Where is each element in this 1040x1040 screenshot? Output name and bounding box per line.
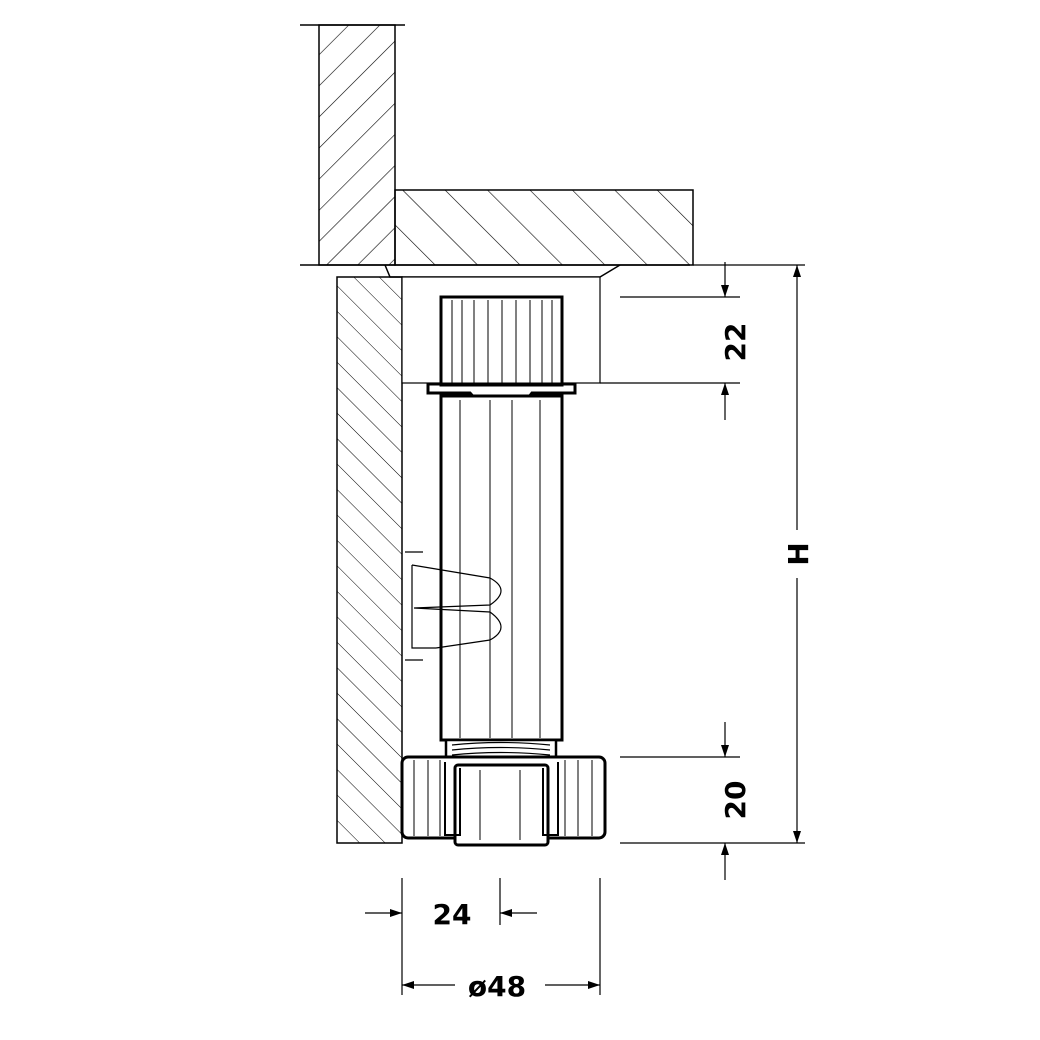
dimension-label-h: H <box>782 542 815 565</box>
cabinet-bottom-panel <box>300 189 694 266</box>
leg-thread <box>444 738 558 759</box>
dimension-offset-width <box>365 878 601 995</box>
dimension-label-diameter: ø48 <box>468 970 526 1003</box>
dimension-foot-height <box>620 722 740 880</box>
plinth-panel <box>336 276 403 844</box>
dimension-label-24: 24 <box>433 898 472 931</box>
dimension-label-20: 20 <box>719 781 752 820</box>
dimension-total-height <box>620 264 805 844</box>
leg-top-cylinder <box>439 295 564 387</box>
dimension-top-height <box>600 262 740 420</box>
dimension-label-22: 22 <box>719 323 752 362</box>
plinth-clip <box>405 551 502 661</box>
leg-body <box>439 394 564 742</box>
leveling-foot <box>400 755 607 847</box>
cabinet-side-panel <box>300 24 405 266</box>
